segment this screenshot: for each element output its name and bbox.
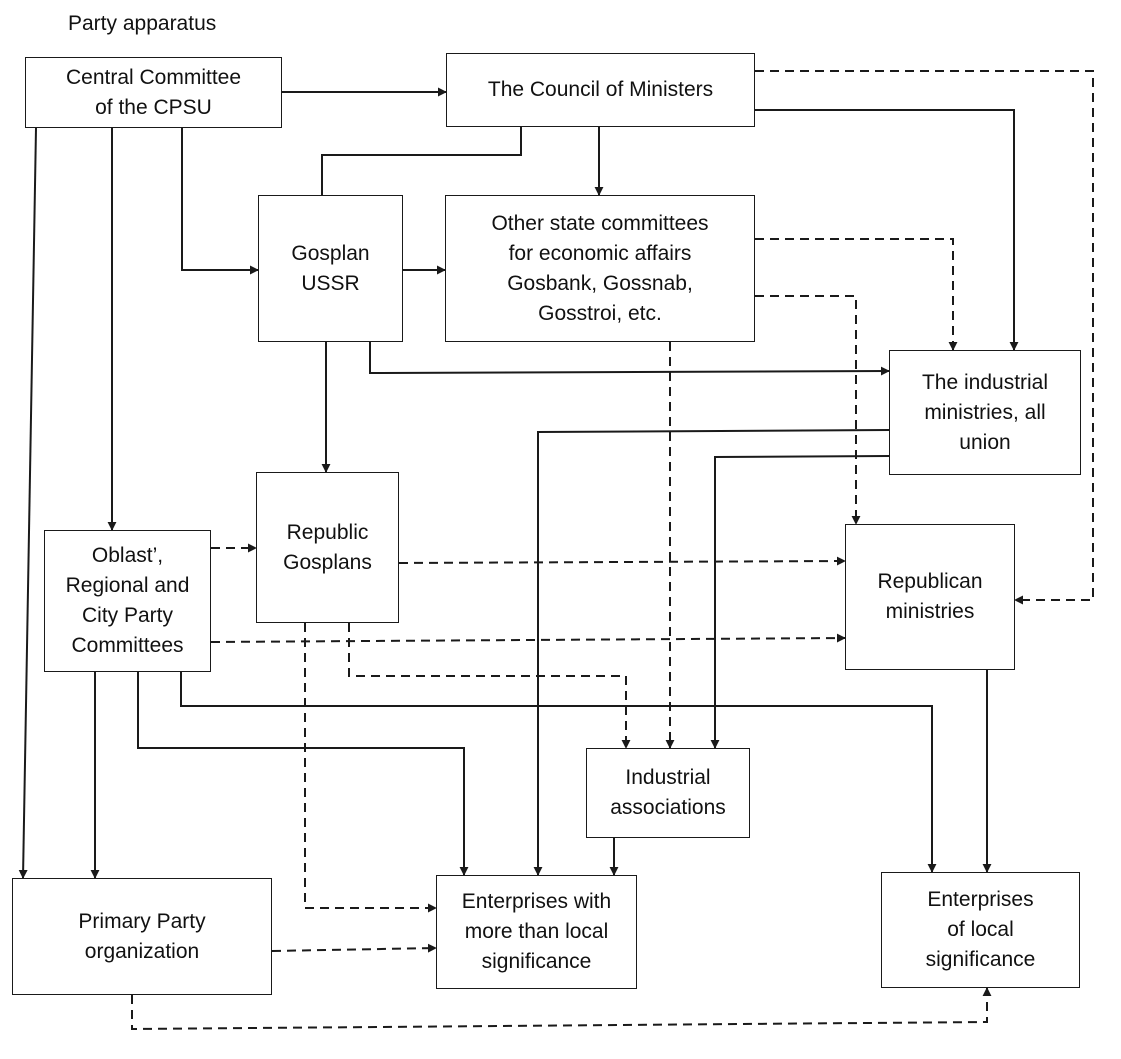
arrow-repgosplans-to-repmin	[398, 556, 846, 566]
arrow-oblast-to-enterprises	[137, 672, 469, 876]
republican-ministries-box: Republican ministries	[845, 524, 1015, 670]
other-state-committees-box: Other state committees for economic affa…	[445, 195, 755, 342]
gosplan-ussr-box: Gosplan USSR	[258, 195, 403, 342]
line-council-to-gosplan	[321, 127, 522, 195]
republic-gosplans-box: Republic Gosplans	[256, 472, 399, 623]
party-apparatus-heading: Party apparatus	[68, 12, 217, 35]
oblast-party-committees-box: Oblast’, Regional and City Party Committ…	[44, 530, 211, 672]
arrow-indmin-to-enterprises	[533, 429, 890, 876]
primary-party-organization-label: Primary Party organization	[78, 909, 206, 963]
industrial-associations-label: Industrial associations	[610, 766, 726, 819]
arrow-primary-to-local-enterprises	[131, 987, 992, 1031]
arrow-other-to-repmin	[755, 295, 861, 525]
other-state-committees-label: Other state committees for economic affa…	[491, 211, 709, 325]
arrow-primary-to-enterprises	[271, 943, 437, 953]
arrow-council-to-indmin	[755, 109, 1019, 351]
oblast-party-committees-label: Oblast’, Regional and City Party Committ…	[65, 544, 190, 657]
council-of-ministers-label: The Council of Ministers	[487, 78, 714, 101]
industrial-associations-box: Industrial associations	[586, 748, 750, 838]
arrow-repgosplans-to-enterprises	[304, 623, 437, 913]
enterprises-local-box: Enterprises of local significance	[881, 872, 1080, 988]
arrow-repgosplans-to-indassoc	[348, 623, 631, 749]
arrow-cc-to-primary	[18, 127, 37, 879]
arrow-other-to-indmin	[755, 238, 958, 351]
arrow-gosplan-to-indmin	[369, 342, 890, 376]
enterprises-local-label: Enterprises of local significance	[925, 888, 1036, 971]
arrow-council-to-repmin	[755, 70, 1094, 605]
arrow-oblast-to-repmin	[210, 633, 846, 643]
enterprises-more-than-local-label: Enterprises with more than local signifi…	[461, 890, 612, 973]
arrow-cc-to-gosplan	[181, 128, 259, 275]
industrial-ministries-box: The industrial ministries, all union	[889, 350, 1081, 475]
republic-gosplans-label: Republic Gosplans	[283, 520, 372, 574]
arrow-indmin-to-indassoc	[710, 455, 890, 749]
council-of-ministers-box: The Council of Ministers	[446, 53, 755, 127]
central-committee-label: Central Committee of the CPSU	[65, 65, 242, 119]
primary-party-organization-box: Primary Party organization	[12, 878, 272, 995]
central-committee-box: Central Committee of the CPSU	[25, 57, 282, 128]
gosplan-ussr-label: Gosplan USSR	[291, 241, 370, 295]
industrial-ministries-label: The industrial ministries, all union	[921, 370, 1049, 454]
arrow-oblast-to-local-enterprises	[180, 672, 937, 873]
republican-ministries-label: Republican ministries	[877, 570, 983, 623]
enterprises-more-than-local-box: Enterprises with more than local signifi…	[436, 875, 637, 989]
